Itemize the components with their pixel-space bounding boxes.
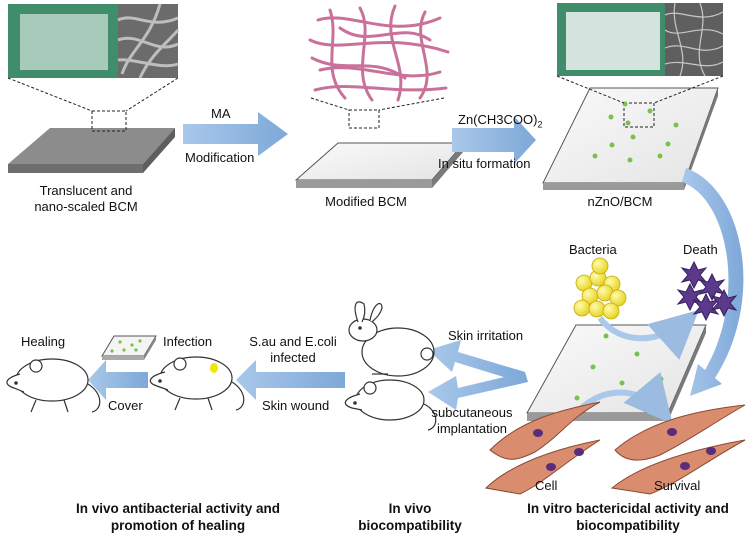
caption-left-line1: In vivo antibacterial activity and bbox=[75, 501, 281, 516]
zno-bcm-label: nZnO/BCM bbox=[587, 194, 653, 209]
subcutaneous-line2: implantation bbox=[436, 421, 508, 436]
fiber-network bbox=[308, 4, 450, 102]
cover-label: Cover bbox=[108, 398, 143, 413]
subcutaneous-line1: subcutaneous bbox=[431, 405, 513, 420]
infection-label: Infection bbox=[163, 334, 213, 349]
survival-label: Survival bbox=[654, 478, 701, 493]
arrow-subcutaneous bbox=[428, 372, 528, 410]
bacteria-label: Bacteria bbox=[569, 242, 617, 257]
arrow-in-situ-formation bbox=[452, 116, 536, 164]
zn-acetate-label: Zn(CH3COO)2 bbox=[458, 112, 542, 133]
dead-bacteria-cluster bbox=[676, 260, 738, 322]
zn-acetate-main: Zn(CH3COO) bbox=[458, 112, 538, 127]
healing-label: Healing bbox=[21, 334, 66, 349]
arrow-skin-irritation bbox=[428, 340, 525, 382]
bcm-plate bbox=[8, 110, 175, 173]
curved-arrow-down bbox=[682, 168, 744, 396]
bacteria-to-death-arrow bbox=[597, 309, 699, 360]
dressing-patch bbox=[101, 335, 157, 360]
invitro-plate bbox=[526, 324, 707, 421]
bcm-photos bbox=[7, 3, 180, 112]
cell-shapes bbox=[484, 401, 746, 495]
modified-bcm-plate bbox=[294, 109, 466, 188]
caption-right-line2: biocompatibility bbox=[576, 518, 680, 533]
mouse-drawing-biocompat bbox=[344, 379, 437, 431]
arrow-ma-modification bbox=[183, 112, 288, 156]
zno-bcm-plate bbox=[542, 87, 719, 190]
bacteria-cluster bbox=[573, 257, 627, 320]
caption-mid-line2: biocompatibility bbox=[358, 518, 462, 533]
skin-wound-label: Skin wound bbox=[262, 398, 330, 413]
death-label: Death bbox=[683, 242, 718, 257]
bcm-label-line1: Translucent and bbox=[39, 183, 133, 198]
zn-acetate-sub: 2 bbox=[537, 119, 543, 130]
caption-left-line2: promotion of healing bbox=[110, 518, 246, 533]
bcm-label-line2: nano-scaled BCM bbox=[34, 199, 138, 214]
infected-line2: infected bbox=[270, 350, 316, 365]
rabbit-drawing bbox=[348, 301, 435, 377]
arrow-cover bbox=[88, 360, 148, 400]
caption-mid-line1: In vivo bbox=[388, 501, 432, 516]
infected-label: S.au and E.coli infected bbox=[240, 334, 346, 366]
cell-label: Cell bbox=[535, 478, 558, 493]
caption-right-line1: In vitro bactericidal activity and bbox=[527, 501, 729, 516]
infected-line1: S.au and E.coli bbox=[249, 334, 337, 349]
ma-label: MA bbox=[211, 106, 231, 121]
subcutaneous-label: subcutaneous implantation bbox=[424, 405, 520, 437]
caption-in-vivo-biocompat: In vivo biocompatibility bbox=[335, 500, 485, 534]
mouse-drawing-healing bbox=[6, 358, 101, 413]
bcm-label: Translucent and nano-scaled BCM bbox=[6, 183, 166, 215]
modification-label: Modification bbox=[185, 150, 255, 165]
zno-photos bbox=[556, 2, 724, 104]
caption-in-vivo-antibacterial: In vivo antibacterial activity and promo… bbox=[48, 500, 308, 534]
caption-in-vitro: In vitro bactericidal activity and bioco… bbox=[508, 500, 748, 534]
in-situ-label: In situ formation bbox=[438, 156, 531, 171]
skin-irritation-label: Skin irritation bbox=[448, 328, 524, 343]
modified-bcm-label: Modified BCM bbox=[325, 194, 407, 209]
mouse-drawing-infection bbox=[149, 356, 245, 411]
arrow-skin-wound bbox=[236, 360, 345, 400]
